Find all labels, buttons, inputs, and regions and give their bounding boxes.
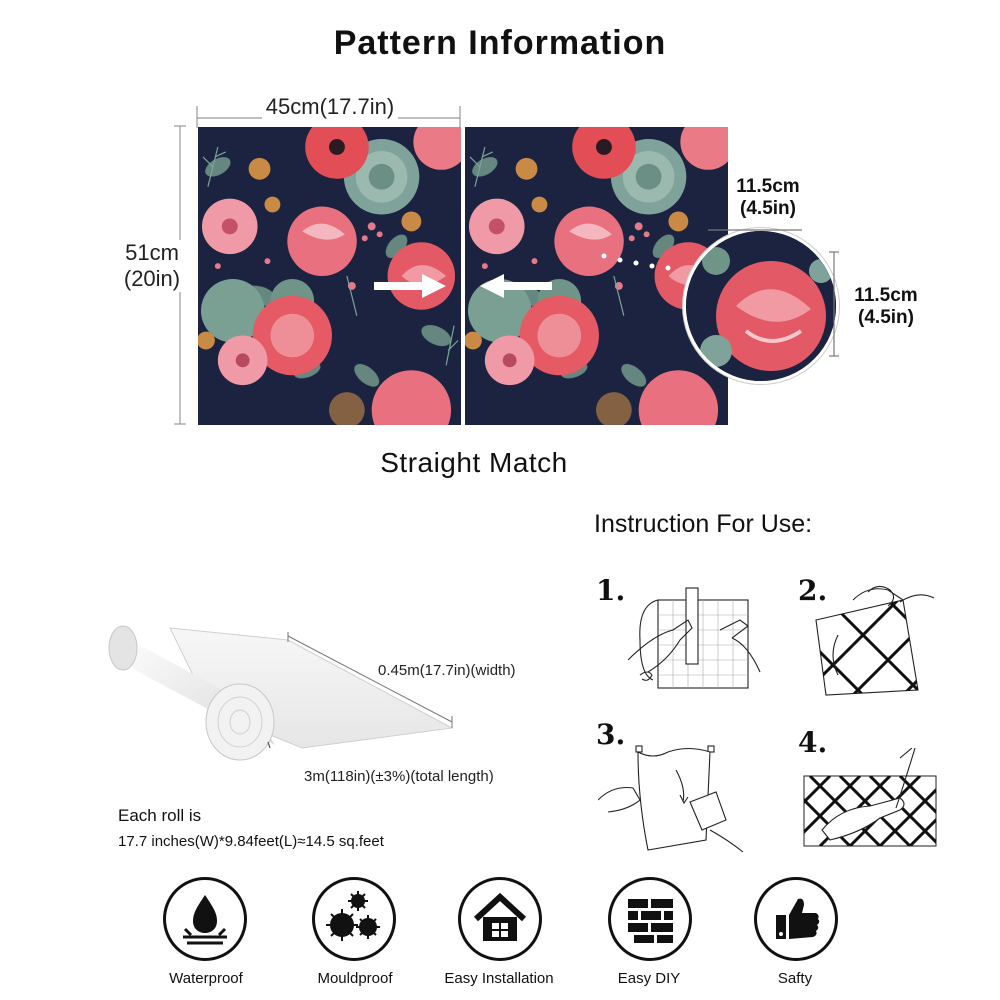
repeat-width-in: (4.5in)	[740, 198, 796, 219]
step-3-number: 3.	[596, 718, 626, 751]
pattern-repeat-zoom	[683, 228, 839, 384]
roll-width-label: 0.45m(17.7in)(width)	[378, 662, 516, 679]
roll-length-label: 3m(118in)(±3%)(total length)	[304, 768, 494, 785]
match-type-label: Straight Match	[380, 447, 568, 478]
repeat-width-cm: 11.5cm	[736, 176, 800, 197]
repeat-height-line	[829, 251, 839, 357]
waterproof-badge	[163, 877, 247, 961]
pattern-height-cm: 51cm	[125, 240, 179, 265]
step-2-number: 2.	[798, 574, 828, 607]
easy-installation-badge	[458, 877, 542, 961]
thumbs-up-icon	[776, 898, 820, 939]
easy-diy-badge	[608, 877, 692, 961]
step-4-number: 4.	[798, 726, 828, 759]
repeat-height-cm: 11.5cm	[854, 285, 918, 306]
brick-wall-icon	[628, 899, 673, 943]
wallpaper-roll-illustration	[108, 625, 454, 761]
pattern-panel-right	[465, 127, 728, 425]
pattern-panel-left	[198, 127, 461, 425]
safety-label: Safty	[777, 970, 813, 987]
step-3-apply-illustration	[598, 745, 744, 853]
waterproof-label: Waterproof	[169, 970, 243, 987]
water-drop-icon	[183, 895, 227, 945]
easy-installation-label: Easy Installation	[444, 970, 554, 987]
repeat-width-line	[708, 229, 802, 231]
repeat-height-in: (4.5in)	[858, 307, 914, 328]
easy-diy-label: Easy DIY	[617, 970, 681, 987]
mould-spores-icon	[326, 891, 380, 941]
pattern-width-label: 45cm(17.7in)	[261, 94, 399, 119]
mouldproof-label: Mouldproof	[317, 970, 393, 987]
house-icon	[473, 892, 527, 941]
mouldproof-badge	[312, 877, 396, 961]
instructions-title: Instruction For Use:	[594, 510, 813, 538]
step-2-peel-illustration	[815, 585, 935, 696]
arrow-left-icon	[480, 274, 552, 298]
arrow-right-icon	[374, 274, 446, 298]
safety-badge	[754, 877, 838, 961]
page-title: Pattern Information	[333, 24, 667, 62]
roll-spec-label: 17.7 inches(W)*9.84feet(L)≈14.5 sq.feet	[118, 833, 384, 850]
step-4-smooth-illustration	[803, 748, 937, 847]
step-1-number: 1.	[596, 574, 626, 607]
step-1-measure-cut-illustration	[628, 587, 761, 689]
each-roll-label: Each roll is	[118, 806, 202, 825]
pattern-height-in: (20in)	[123, 266, 181, 291]
zoom-leader-dots	[601, 253, 671, 271]
